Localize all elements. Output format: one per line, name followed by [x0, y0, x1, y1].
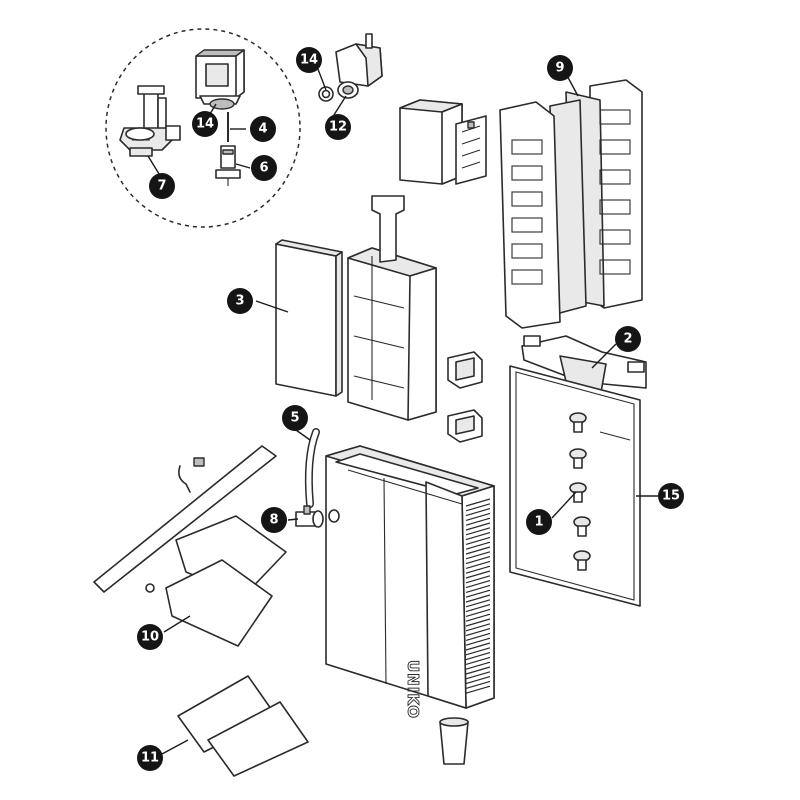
vent-slat	[465, 652, 491, 661]
part-8-valve	[295, 505, 324, 528]
callout-8-label: 8	[269, 513, 278, 528]
vent-slat	[465, 565, 491, 574]
callout-5-label: 5	[290, 411, 299, 426]
callout-2: 2	[615, 326, 641, 352]
vent-slat	[465, 637, 491, 646]
pump-detail-circle	[105, 28, 301, 228]
callout-4-label: 4	[258, 122, 267, 137]
part-5-intake-tube	[304, 428, 320, 508]
part-10-media-bags	[165, 515, 287, 647]
part-7-impeller-bracket	[119, 85, 181, 157]
vent-slat	[465, 517, 491, 526]
vent-slat	[465, 656, 491, 665]
vent-slat	[465, 551, 491, 560]
vent-slat	[465, 623, 491, 632]
vent-slat	[465, 503, 491, 512]
vent-slat	[465, 604, 491, 613]
callout-12: 12	[325, 114, 351, 140]
vent-slat	[465, 676, 491, 685]
vent-slat	[465, 584, 491, 593]
vent-slat	[465, 570, 491, 579]
vent-slat	[465, 666, 491, 675]
small-filter-cartridge	[399, 99, 487, 185]
callout-10-label: 10	[141, 630, 159, 645]
callout-6: 6	[251, 155, 277, 181]
vent-slat	[465, 685, 491, 694]
vent-slat	[465, 580, 491, 589]
vent-slat	[465, 536, 491, 545]
callout-12-label: 12	[329, 120, 347, 135]
vent-slat	[465, 575, 491, 584]
callout-8: 8	[261, 507, 287, 533]
vent-slat	[465, 608, 491, 617]
inner-chamber-basket	[347, 195, 437, 421]
callout-3-label: 3	[235, 294, 244, 309]
part-9-filter-media	[499, 79, 643, 329]
mounting-clips	[447, 351, 483, 443]
part-13-seal-ring	[318, 86, 334, 102]
callout-13: 14	[296, 47, 322, 73]
callout-7-label: 7	[157, 179, 166, 194]
vent-slat	[465, 556, 491, 565]
vent-slat	[465, 671, 491, 680]
part-11-carbon-bags	[177, 675, 309, 777]
vent-slat	[465, 541, 491, 550]
callout-14-label: 14	[196, 117, 214, 132]
intake-strainer	[439, 717, 469, 765]
callout-3: 3	[227, 288, 253, 314]
vent-slat	[465, 532, 491, 541]
part-1-suction-cups	[569, 412, 591, 571]
vent-slat	[465, 589, 491, 598]
vent-slat	[465, 661, 491, 670]
part-12-pump-unit	[335, 33, 383, 99]
callout-15: 15	[658, 483, 684, 509]
vent-slat	[465, 647, 491, 656]
part-14-pump-motor	[195, 49, 245, 110]
vent-slat	[465, 632, 491, 641]
callout-11: 11	[137, 745, 163, 771]
callout-2-label: 2	[623, 332, 632, 347]
vent-slat	[465, 613, 491, 622]
callout-10: 10	[137, 624, 163, 650]
callout-5: 5	[282, 405, 308, 431]
vent-slat	[465, 642, 491, 651]
mesh-bag-strap	[93, 445, 277, 593]
part-6-impeller	[215, 145, 241, 186]
vent-slat	[465, 618, 491, 627]
callout-4: 4	[250, 116, 276, 142]
vent-slat	[465, 628, 491, 637]
callout-1-label: 1	[534, 515, 543, 530]
vent-slat	[465, 680, 491, 689]
callout-9-label: 9	[555, 61, 564, 76]
callout-7: 7	[149, 173, 175, 199]
main-filter-body: UNIKO	[325, 445, 495, 719]
callout-13-label: 14	[300, 53, 318, 68]
callout-9: 9	[547, 55, 573, 81]
vent-slat	[465, 508, 491, 517]
vent-slat	[465, 522, 491, 531]
callout-15-label: 15	[662, 489, 680, 504]
callout-14: 14	[192, 111, 218, 137]
vent-slat	[465, 512, 491, 521]
part-3-front-panel	[275, 239, 343, 397]
vent-slat	[465, 599, 491, 608]
callout-1: 1	[526, 509, 552, 535]
brand-logo: UNIKO	[404, 660, 422, 719]
callout-11-label: 11	[141, 751, 159, 766]
vent-slat	[465, 594, 491, 603]
vent-slat	[465, 498, 491, 507]
vent-slat	[465, 546, 491, 555]
vent-slat	[465, 527, 491, 536]
callout-6-label: 6	[259, 161, 268, 176]
vent-slat	[465, 560, 491, 569]
